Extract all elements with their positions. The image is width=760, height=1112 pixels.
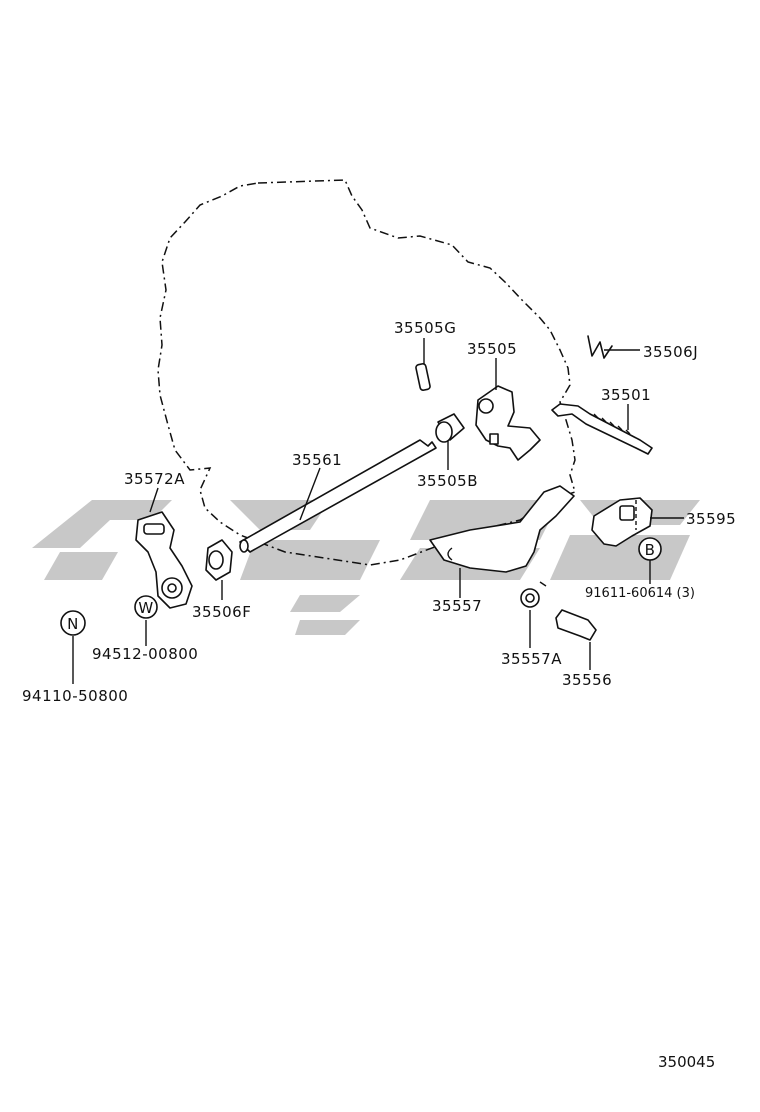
- marker-n-letter: N: [67, 615, 79, 633]
- part-label-35505: 35505: [467, 340, 517, 358]
- part-label-35505b: 35505B: [417, 472, 478, 490]
- bracket-35572a: [135, 511, 193, 609]
- shift-lever-35557: [429, 485, 575, 573]
- pin-35556: [555, 609, 597, 641]
- part-label-91611: 91611-60614 (3): [585, 586, 695, 601]
- part-label-35506f: 35506F: [192, 603, 251, 621]
- part-label-35501: 35501: [601, 386, 651, 404]
- bracket-35595: [591, 497, 653, 547]
- spring-pin-35505g: [415, 363, 431, 391]
- marker-w-letter: W: [138, 599, 153, 617]
- part-label-35561: 35561: [292, 451, 342, 469]
- part-label-35556: 35556: [562, 671, 612, 689]
- marker-b-circle: B: [638, 537, 662, 561]
- part-label-35572a: 35572A: [124, 470, 185, 488]
- shift-head-35505: [475, 385, 541, 461]
- part-label-94512: 94512-00800: [92, 645, 198, 663]
- marker-n-circle: N: [60, 610, 86, 636]
- part-label-35505g: 35505G: [394, 319, 456, 337]
- part-label-35506j: 35506J: [643, 343, 698, 361]
- clip-35506j: [587, 335, 613, 359]
- marker-w-circle: W: [134, 595, 158, 619]
- part-label-35595: 35595: [686, 510, 736, 528]
- control-rod-35501: [551, 403, 653, 455]
- marker-b-letter: B: [645, 541, 656, 559]
- part-label-94110: 94110-50800: [22, 687, 128, 705]
- leader-35561: [299, 467, 321, 521]
- diagram-code: 350045: [658, 1053, 715, 1071]
- collar-35505b: [435, 413, 465, 443]
- leader-35572a: [149, 487, 159, 513]
- part-label-35557a: 35557A: [501, 650, 562, 668]
- part-label-35557: 35557: [432, 597, 482, 615]
- shift-shaft-35561: [239, 439, 437, 553]
- spring-35557a: [520, 581, 547, 608]
- bushing-35506f: [205, 539, 233, 581]
